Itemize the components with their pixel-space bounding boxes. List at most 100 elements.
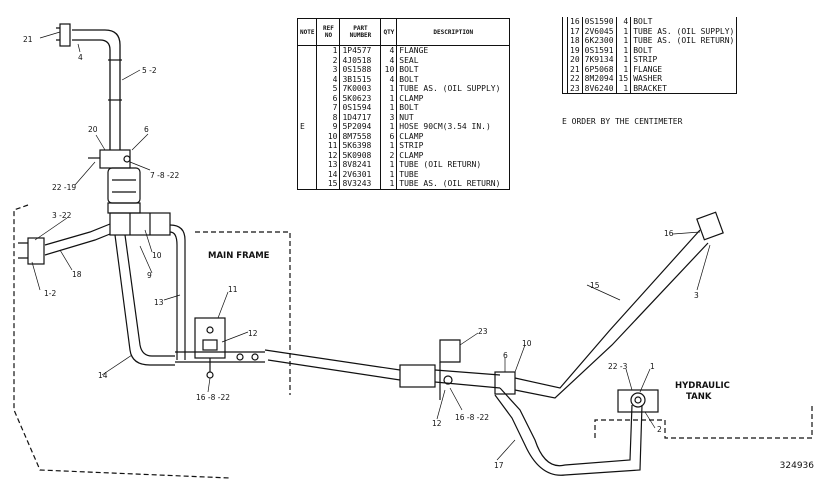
cell-ref: 3 <box>316 65 341 75</box>
cell-part: 6K2300 <box>582 36 617 46</box>
callout-23: 23 <box>478 327 488 336</box>
cell-qty: 4 <box>380 45 398 56</box>
cell-note <box>297 45 318 56</box>
cell-note_blank <box>562 36 568 46</box>
cell-qty: 1 <box>616 83 632 94</box>
cell-desc: CLAMP <box>399 150 424 160</box>
callout-20: 20 <box>88 125 98 134</box>
cell-note: E <box>297 122 318 132</box>
cell-ref: 7 <box>316 103 341 113</box>
cell-note <box>297 131 318 141</box>
cell-ref: 16 <box>567 17 583 27</box>
callout-1: 1 <box>650 362 655 371</box>
cell-part: 5K0623 <box>339 93 382 103</box>
cell-note_blank <box>562 26 568 36</box>
col-ref: REF NO <box>316 18 341 46</box>
clamp-20 <box>99 149 131 169</box>
cell-desc: TUBE AS. (OIL SUPPLY) <box>633 26 735 36</box>
callout-1-2: 1-2 <box>44 289 56 298</box>
tank-outline <box>594 405 813 439</box>
cell-ref: 15 <box>316 179 341 189</box>
cell-ref: 14 <box>316 169 341 179</box>
cell-part: 2V6045 <box>582 26 617 36</box>
cell-desc: BRACKET <box>633 83 667 93</box>
cell-part: 1P4577 <box>339 45 382 56</box>
cell-ref: 8 <box>316 112 341 122</box>
cell-part: 2V6301 <box>339 169 382 179</box>
cell-qty: 1 <box>616 36 632 46</box>
cell-ref: 20 <box>567 55 583 65</box>
cell-note_blank <box>562 17 568 27</box>
callout-10: 10 <box>152 251 162 260</box>
cell-ref: 18 <box>567 36 583 46</box>
callout-16: 16 <box>664 229 674 238</box>
cell-desc: BOLT <box>633 17 653 26</box>
bracket-23 <box>439 339 461 363</box>
cell-note <box>297 179 318 189</box>
cell-part: 7K9134 <box>582 55 617 65</box>
supply-tube-17 <box>499 387 633 467</box>
cell-desc: SEAL <box>399 55 419 65</box>
cell-part: 3B1515 <box>339 74 382 84</box>
parts-table: NOTE REF NO PART NUMBER QTY DESCRIPTION … <box>297 18 511 190</box>
cell-part: 0S1594 <box>339 103 382 113</box>
cell-desc: TUBE AS. (OIL RETURN) <box>399 179 501 188</box>
callout-3: 3 <box>694 291 699 300</box>
cell-note <box>297 160 318 170</box>
callout-5-2: 5 -2 <box>142 66 157 75</box>
cell-desc: BOLT <box>633 45 653 55</box>
main-frame-outline <box>13 204 231 479</box>
cell-desc: HOSE 90CM(3.54 IN.) <box>399 122 491 131</box>
filter-body <box>107 167 141 204</box>
cell-qty: 1 <box>616 55 632 65</box>
cell-ref: 5 <box>316 84 341 94</box>
hydraulic-label: HYDRAULIC <box>675 381 730 391</box>
col-desc: DESCRIPTION <box>396 18 510 46</box>
cell-desc: TUBE (OIL RETURN) <box>399 160 482 169</box>
cell-part: 1D4717 <box>339 112 382 122</box>
supply-tube-main <box>264 349 401 371</box>
cell-qty: 4 <box>380 55 398 65</box>
cell-qty: 2 <box>380 150 398 160</box>
cell-desc: CLAMP <box>399 93 424 103</box>
callout-16-8-22b: 16 -8 -22 <box>455 413 489 422</box>
cell-qty: 1 <box>380 141 398 151</box>
cell-desc: BOLT <box>399 74 419 84</box>
cell-desc: TUBE <box>399 169 419 179</box>
cell-desc: NUT <box>399 112 414 122</box>
cell-note_blank <box>562 55 568 65</box>
cell-part: 5K6398 <box>339 141 382 151</box>
cell-part: 0S1590 <box>582 17 617 27</box>
col-qty: QTY <box>380 18 398 46</box>
cell-desc: TUBE AS. (OIL RETURN) <box>633 36 735 45</box>
flange-left <box>27 237 45 265</box>
cell-ref: 2 <box>316 55 341 65</box>
cell-note_blank <box>562 74 568 84</box>
cell-part: 8V3243 <box>339 179 382 189</box>
cell-note <box>297 84 318 94</box>
ordering-note: E ORDER BY THE CENTIMETER <box>562 117 683 126</box>
cell-ref: 9 <box>316 122 341 132</box>
cell-qty: 15 <box>616 74 632 84</box>
flange-21 <box>59 23 71 47</box>
callout-11: 11 <box>228 285 238 294</box>
return-tube-13 <box>169 224 186 360</box>
cell-note <box>297 65 318 75</box>
cell-qty: 1 <box>616 64 632 74</box>
callout-9: 9 <box>147 271 152 280</box>
callout-15: 15 <box>590 281 600 290</box>
cell-note_blank <box>562 45 568 55</box>
callout-4: 4 <box>78 53 83 62</box>
